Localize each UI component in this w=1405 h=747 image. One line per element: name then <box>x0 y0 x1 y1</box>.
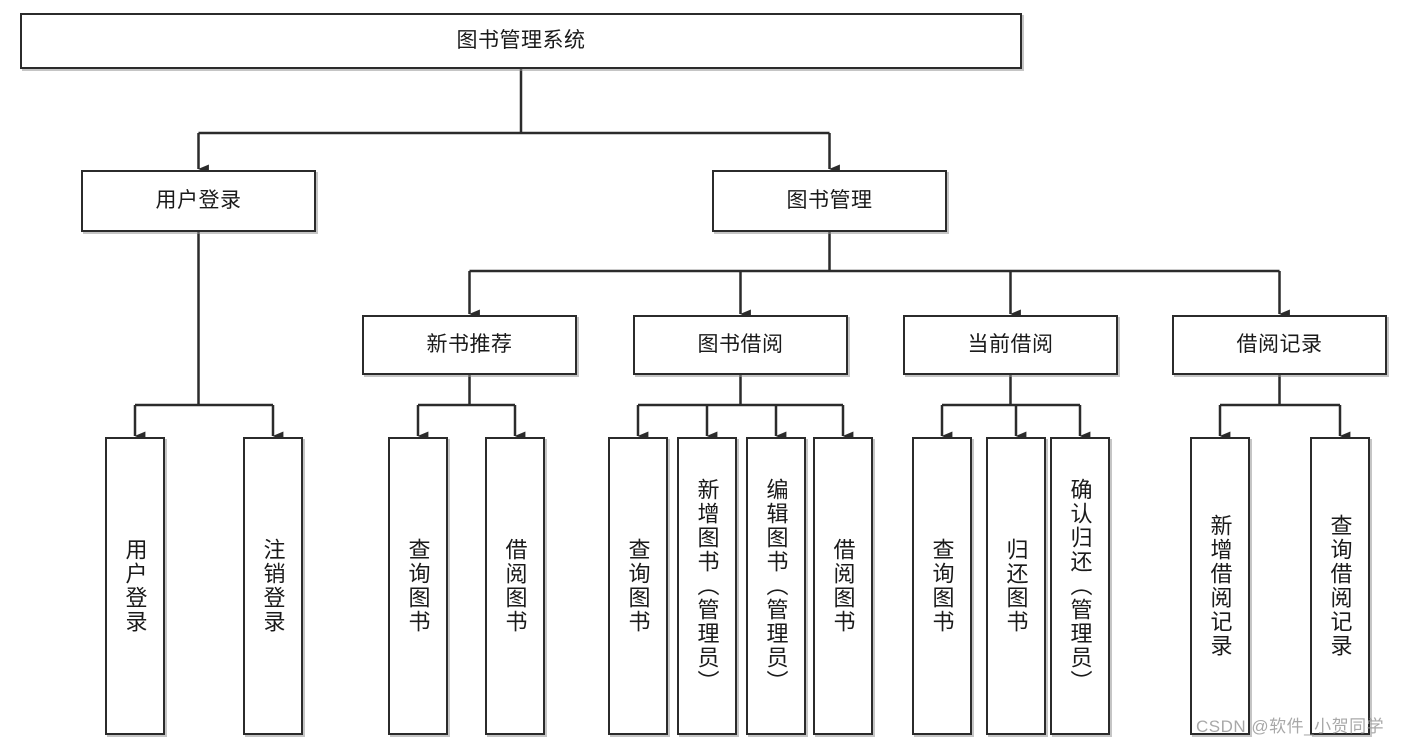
node-label: 新增图书（管理员） <box>694 478 720 694</box>
node-label: 借阅图书 <box>502 538 528 634</box>
node-label: 编辑图书（管理员） <box>763 478 789 694</box>
node-label: 用户登录 <box>155 188 242 212</box>
node-leaf-bor-2[interactable]: 新增图书（管理员） <box>677 437 737 735</box>
node-label: 查询图书 <box>625 538 651 634</box>
node-leaf-cur-3[interactable]: 确认归还（管理员） <box>1050 437 1110 735</box>
node-label: 借阅记录 <box>1236 332 1323 356</box>
node-label: 图书管理 <box>786 188 873 212</box>
node-leaf-bor-1[interactable]: 查询图书 <box>608 437 668 735</box>
node-leaf-rec-1[interactable]: 新增借阅记录 <box>1190 437 1250 735</box>
node-login[interactable]: 用户登录 <box>81 170 316 232</box>
node-leaf-new-1[interactable]: 查询图书 <box>388 437 448 735</box>
node-label: 确认归还（管理员） <box>1067 478 1093 694</box>
node-bookmgmt[interactable]: 图书管理 <box>712 170 947 232</box>
node-leaf-login-2[interactable]: 注销登录 <box>243 437 303 735</box>
node-label: 归还图书 <box>1003 538 1029 634</box>
node-label: 新书推荐 <box>426 332 513 356</box>
node-label: 当前借阅 <box>967 332 1054 356</box>
node-label: 新增借阅记录 <box>1207 514 1233 658</box>
node-newbook[interactable]: 新书推荐 <box>362 315 577 375</box>
node-current[interactable]: 当前借阅 <box>903 315 1118 375</box>
node-label: 注销登录 <box>260 538 286 634</box>
node-leaf-rec-2[interactable]: 查询借阅记录 <box>1310 437 1370 735</box>
node-borrow[interactable]: 图书借阅 <box>633 315 848 375</box>
node-leaf-login-1[interactable]: 用户登录 <box>105 437 165 735</box>
node-leaf-cur-1[interactable]: 查询图书 <box>912 437 972 735</box>
node-label: 图书借阅 <box>697 332 784 356</box>
node-label: 借阅图书 <box>830 538 856 634</box>
node-label: 查询图书 <box>929 538 955 634</box>
node-leaf-bor-4[interactable]: 借阅图书 <box>813 437 873 735</box>
node-label: 用户登录 <box>122 538 148 634</box>
node-label: 图书管理系统 <box>456 28 586 52</box>
node-label: 查询借阅记录 <box>1327 514 1353 658</box>
node-records[interactable]: 借阅记录 <box>1172 315 1387 375</box>
node-leaf-bor-3[interactable]: 编辑图书（管理员） <box>746 437 806 735</box>
node-leaf-cur-2[interactable]: 归还图书 <box>986 437 1046 735</box>
node-label: 查询图书 <box>405 538 431 634</box>
node-root[interactable]: 图书管理系统 <box>20 13 1022 69</box>
connector-group <box>133 69 1351 441</box>
node-leaf-new-2[interactable]: 借阅图书 <box>485 437 545 735</box>
